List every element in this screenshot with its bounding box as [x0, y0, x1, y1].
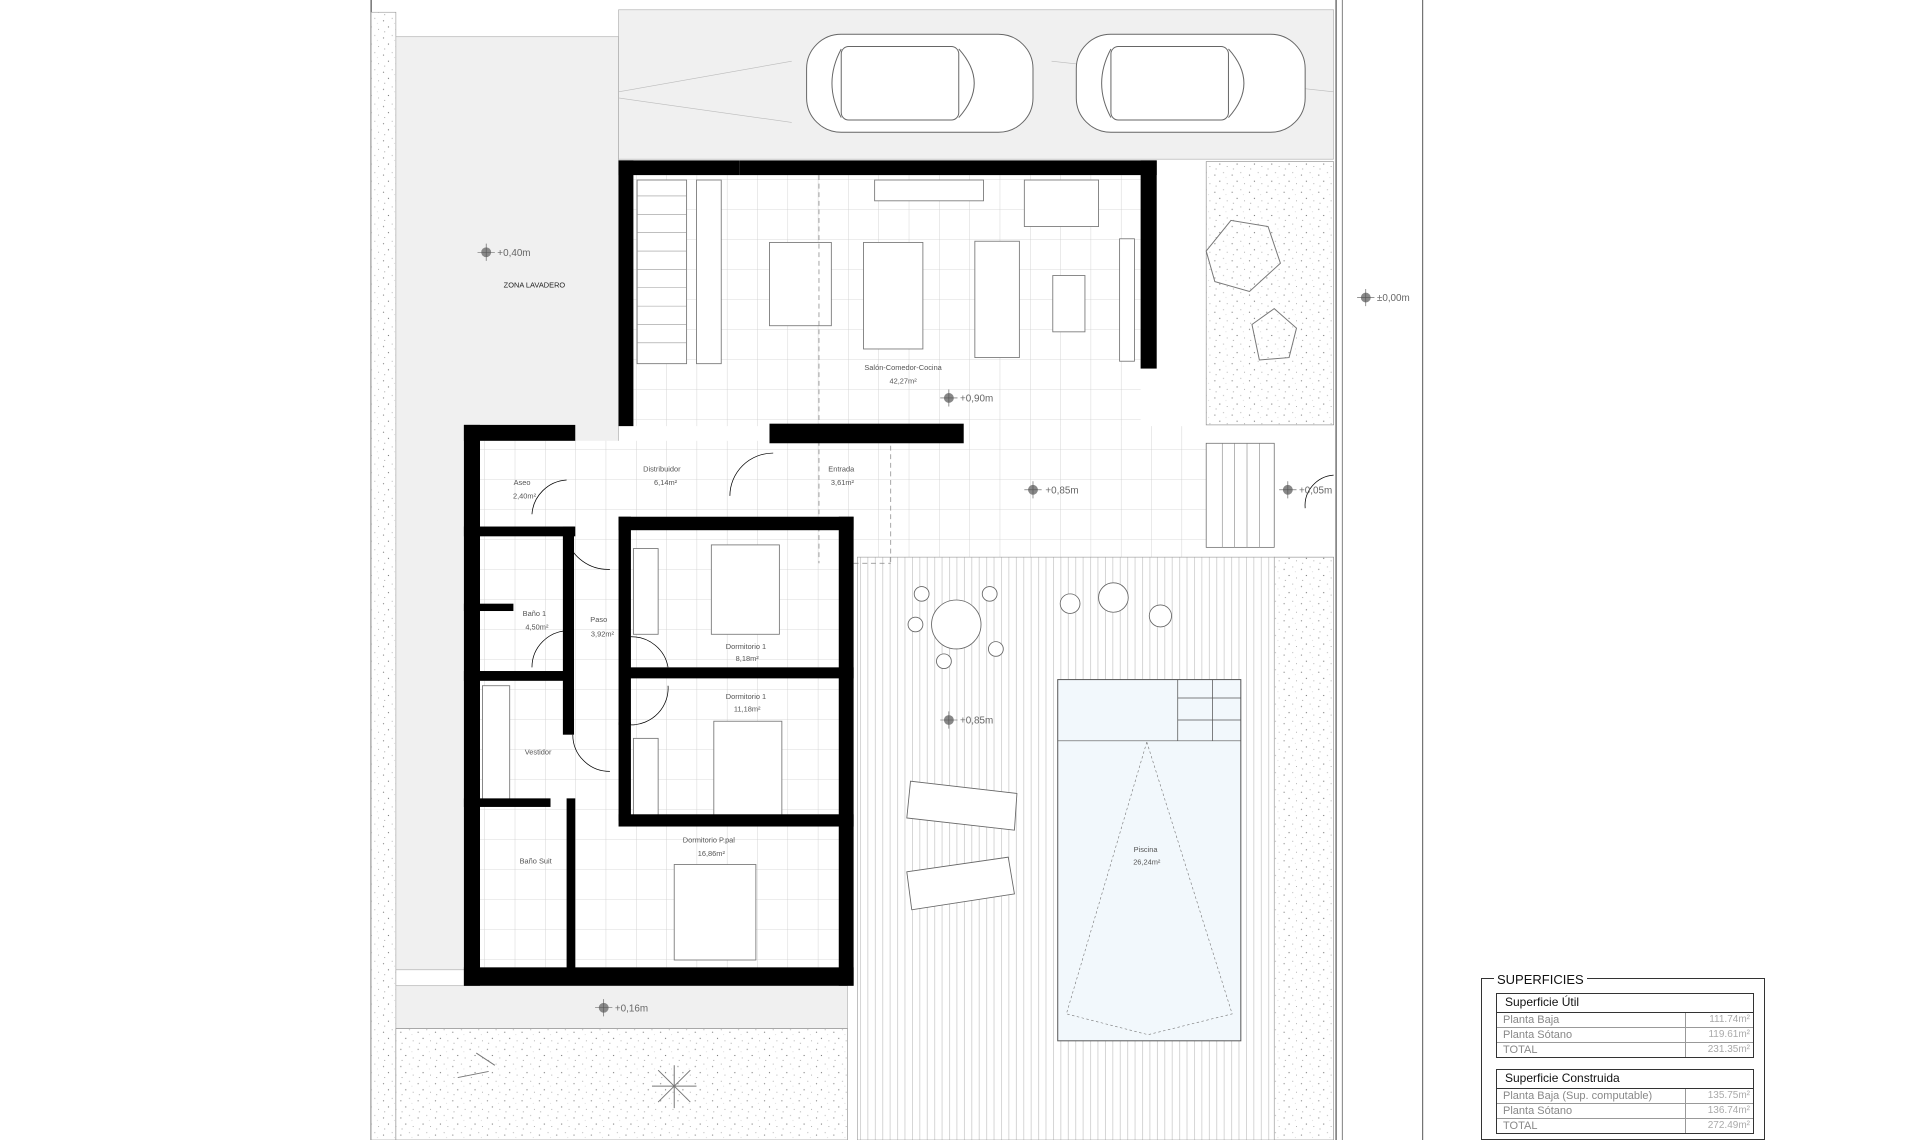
superficie-util-header: Superficie Útil: [1497, 994, 1753, 1013]
bano-suit-label: Baño Suit: [520, 856, 552, 865]
table-row: Planta Sótano 136.74m²: [1497, 1104, 1753, 1119]
tree-icon: [457, 219, 1298, 1109]
zona-lavadero-label: ZONA LAVADERO: [504, 281, 566, 290]
paso-area: 3,92m²: [591, 630, 615, 639]
row-value: 231.35m²: [1707, 1044, 1750, 1055]
garden-right-bottom: [1273, 556, 1334, 1140]
garden-bottom: [395, 1028, 848, 1140]
level-marker-icon: [1357, 288, 1375, 307]
superficies-title: SUPERFICIES: [1494, 972, 1587, 987]
level-marker-icon: [940, 711, 958, 729]
level-salon: +0,90m: [960, 394, 993, 405]
row-label: Planta Sótano: [1497, 1028, 1686, 1042]
level-calle: ±0,00m: [1377, 293, 1410, 304]
level-marker-icon: [1279, 481, 1297, 499]
superficie-construida-header: Superficie Construida: [1497, 1070, 1753, 1089]
level-marker-icon: [1024, 481, 1042, 499]
row-value: 119.61m²: [1708, 1029, 1750, 1040]
vestidor-label: Vestidor: [525, 747, 552, 756]
level-terraza: +0,85m: [1045, 486, 1078, 497]
level-solarium: +0,85m: [960, 716, 993, 727]
entrada-area: 3,61m²: [831, 478, 855, 487]
sun-lounger-icon: [906, 780, 1018, 911]
piscina-label: Piscina: [1134, 845, 1159, 854]
dormitorio-1b-area: 11,18m²: [734, 704, 761, 713]
superficies-table: SUPERFICIES Superficie Útil Planta Baja 1…: [1481, 972, 1765, 1140]
row-value: 135.75m²: [1707, 1090, 1750, 1101]
table-row: Planta Baja 111.74m²: [1497, 1013, 1753, 1028]
level-marker-icon: [477, 243, 495, 261]
dormitorio-ppal-area: 16,86m²: [698, 849, 726, 858]
table-row: Planta Sótano 119.61m²: [1497, 1028, 1753, 1043]
bano1-area: 4,50m²: [525, 622, 549, 631]
row-value: 111.74m²: [1709, 1014, 1750, 1025]
dormitorio-1a-label: Dormitorio 1: [726, 642, 766, 651]
garden-right-top: [1205, 161, 1334, 426]
pool: [1057, 679, 1242, 1042]
car-icon: [1075, 33, 1306, 133]
entry-steps: [1205, 442, 1275, 548]
entrada-label: Entrada: [828, 464, 855, 473]
row-value: 136.74m²: [1707, 1105, 1750, 1116]
furniture: [482, 179, 1135, 961]
car-icon: [806, 33, 1034, 133]
dormitorio-1a-area: 8,18m²: [736, 654, 760, 663]
row-label: Planta Baja: [1497, 1013, 1686, 1027]
row-label: Planta Baja (Sup. computable): [1497, 1089, 1686, 1103]
level-acceso: +0,05m: [1299, 486, 1332, 497]
aseo-area: 2,40m²: [513, 491, 537, 500]
piscina-area: 26,24m²: [1133, 858, 1161, 867]
aseo-label: Aseo: [514, 478, 531, 487]
dormitorio-ppal-label: Dormitorio P.pal: [683, 835, 736, 844]
table-row: TOTAL 272.49m²: [1497, 1119, 1753, 1133]
level-marker-icon: [595, 999, 613, 1017]
table-row: Planta Baja (Sup. computable) 135.75m²: [1497, 1089, 1753, 1104]
table-chairs-icon: [907, 582, 1172, 670]
superficie-construida-table: Superficie Construida Planta Baja (Sup. …: [1496, 1069, 1754, 1134]
room-labels: ZONA LAVADERO Salón-Comedor-Cocina 42,27…: [504, 281, 1161, 867]
row-label: TOTAL: [1497, 1043, 1686, 1057]
door-swings: [531, 452, 1334, 772]
level-markers: +0,40m +0,90m +0,85m ±0,00m +0,05m +0,85…: [477, 243, 1410, 1017]
level-jardin: +0,16m: [615, 1003, 648, 1014]
row-label: Planta Sótano: [1497, 1104, 1686, 1118]
site-boundaries: [370, 0, 1424, 1140]
garden-bottom-path: [395, 985, 848, 1029]
level-marker-icon: [940, 389, 958, 407]
bano1-label: Baño 1: [523, 609, 546, 618]
row-label: TOTAL: [1497, 1119, 1686, 1133]
superficie-util-table: Superficie Útil Planta Baja 111.74m² Plan…: [1496, 993, 1754, 1058]
row-value: 272.49m²: [1707, 1120, 1750, 1131]
level-lavadero: +0,40m: [497, 248, 530, 259]
dormitorio-1b-label: Dormitorio 1: [726, 692, 766, 701]
distribuidor-area: 6,14m²: [654, 478, 678, 487]
salon-label: Salón-Comedor-Cocina: [864, 363, 942, 372]
salon-area: 42,27m²: [889, 376, 917, 385]
distribuidor-label: Distribuidor: [643, 464, 681, 473]
paso-label: Paso: [590, 615, 607, 624]
table-row: TOTAL 231.35m²: [1497, 1043, 1753, 1057]
